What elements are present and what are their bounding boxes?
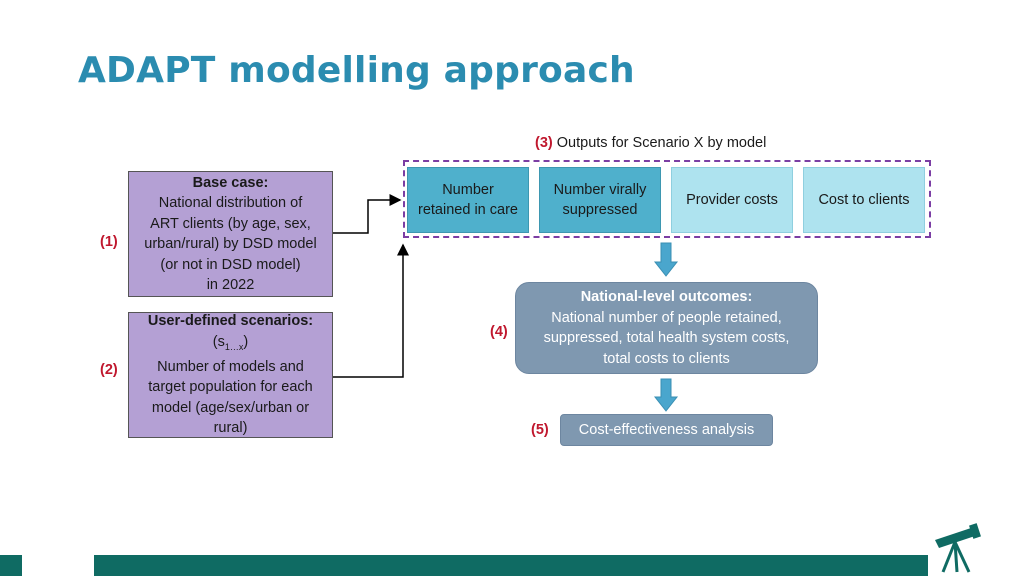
- national-line: National number of people retained,: [551, 309, 782, 326]
- output-box-line: suppressed: [562, 202, 638, 218]
- scenarios-s-sub: 1…x: [224, 341, 244, 352]
- scenarios-number: (2): [100, 362, 118, 378]
- base-case-line: (or not in DSD model): [160, 256, 301, 273]
- footer-bar-left: [0, 555, 22, 576]
- output-box-line: retained in care: [418, 202, 518, 218]
- outputs-caption: (3) Outputs for Scenario X by model: [535, 135, 766, 151]
- output-box-line: Number: [442, 181, 494, 198]
- output-box-line: Number virally: [553, 181, 647, 198]
- base-case-number: (1): [100, 234, 118, 250]
- up-arrow-icon: [333, 243, 409, 378]
- cea-number: (5): [531, 422, 549, 438]
- scenarios-subscript-line: (s1…x): [213, 332, 248, 357]
- scenarios-s-suffix: ): [243, 333, 249, 350]
- scenarios-heading: User-defined scenarios:: [147, 313, 314, 330]
- telescope-icon: [935, 523, 981, 573]
- scenarios-box: User-defined scenarios: (s1…x) Number of…: [128, 312, 333, 438]
- page-title: ADAPT modelling approach: [78, 50, 635, 91]
- output-box-line: Cost to clients: [818, 191, 910, 208]
- output-box-provider-costs: Provider costs: [671, 167, 793, 233]
- scenarios-s-prefix: (s: [212, 333, 225, 350]
- national-number: (4): [490, 324, 508, 340]
- national-line: suppressed, total health system costs,: [543, 330, 790, 346]
- output-box-retained: Number retained in care: [407, 167, 529, 233]
- national-line: total costs to clients: [603, 350, 730, 367]
- scenarios-line: model (age/sex/urban or: [151, 399, 310, 416]
- footer-bar: [94, 555, 928, 576]
- output-box-line: Provider costs: [686, 191, 778, 208]
- down-arrow-icon: [653, 242, 679, 277]
- output-box-suppressed: Number virally suppressed: [539, 167, 661, 233]
- national-outcomes-box: National-level outcomes: National number…: [515, 282, 818, 374]
- outputs-group-border: [403, 160, 931, 238]
- base-case-line: in 2022: [206, 277, 255, 293]
- scenarios-line: rural): [213, 420, 248, 437]
- base-case-line: National distribution of: [158, 195, 303, 211]
- national-heading: National-level outcomes:: [580, 289, 753, 305]
- scenarios-line: Number of models and: [157, 358, 304, 375]
- base-case-box: Base case: National distribution of ART …: [128, 171, 333, 297]
- base-case-heading: Base case:: [192, 174, 269, 191]
- down-arrow-icon: [653, 378, 679, 412]
- right-arrow-icon: [333, 194, 402, 234]
- base-case-line: urban/rural) by DSD model: [144, 236, 317, 252]
- outputs-number: (3): [535, 135, 553, 151]
- cea-label: Cost-effectiveness analysis: [578, 421, 755, 438]
- outputs-caption-text: Outputs for Scenario X by model: [556, 135, 767, 151]
- cea-box: Cost-effectiveness analysis: [560, 414, 773, 446]
- base-case-line: ART clients (by age, sex,: [150, 215, 311, 232]
- scenarios-line: target population for each: [148, 379, 313, 396]
- output-box-client-costs: Cost to clients: [803, 167, 925, 233]
